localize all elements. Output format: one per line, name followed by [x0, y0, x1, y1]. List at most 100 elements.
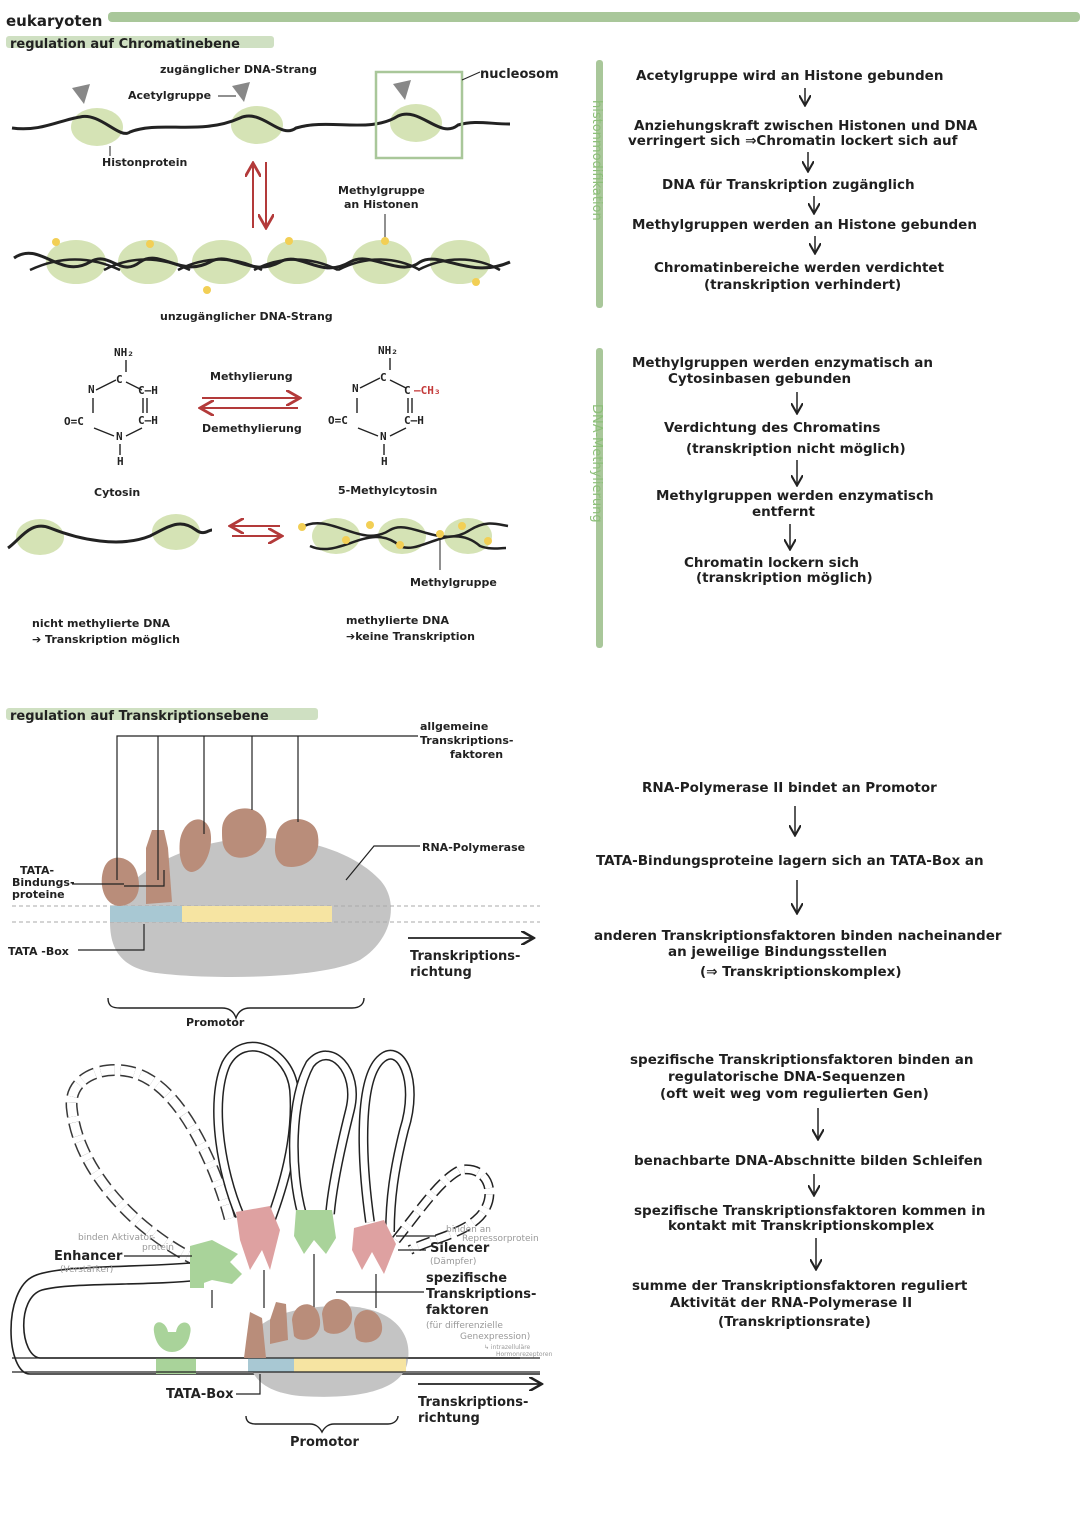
methylated-label-1: methylierte DNA	[346, 614, 449, 627]
silencer-note: binden an	[446, 1225, 491, 1235]
flow-step: (transkription möglich)	[696, 570, 873, 586]
svg-text:H: H	[381, 455, 388, 468]
tata-box-label: TATA -Box	[8, 945, 69, 958]
general-factor	[274, 819, 319, 867]
unmethylated-label-2: ➔ Transkription möglich	[32, 633, 180, 646]
methyl-dot	[203, 286, 211, 294]
open-chromatin-diagram: nucleosom zugänglicher DNA-Strang Acetyl…	[11, 63, 559, 169]
flow-step: Verdichtung des Chromatins	[664, 420, 880, 436]
promoter-brace	[107, 997, 365, 1021]
flow-step: Methylgruppen werden enzymatisch	[656, 488, 934, 504]
specific-factors-label: faktoren	[426, 1303, 489, 1318]
unmethylated-label-1: nicht methylierte DNA	[32, 617, 171, 630]
transcription-section: regulation auf Transkriptionsebene	[6, 708, 1002, 1450]
inaccessible-strand-label: unzugänglicher DNA-Strang	[160, 310, 333, 323]
transcription-heading: regulation auf Transkriptionsebene	[10, 709, 269, 724]
methylated-dna	[299, 522, 509, 551]
svg-text:N: N	[88, 383, 95, 396]
flow-step: (Transkriptionsrate)	[718, 1314, 871, 1330]
methyl-group-label: Methylgruppe	[410, 576, 497, 589]
tata-binding-label: Bindungs-	[12, 876, 75, 889]
enhancer-sub: (Verstärker)	[60, 1265, 113, 1275]
acetyl-group-label: Acetylgruppe	[128, 89, 211, 102]
general-factor	[222, 808, 267, 858]
histone-flow: Acetylgruppe wird an Histone gebunden An…	[628, 68, 978, 293]
chromatin-section: regulation auf Chromatinebene nucleosom …	[6, 36, 978, 648]
side-label-histone: histonmodifikation	[589, 100, 604, 221]
flow-step: regulatorische DNA-Sequenzen	[668, 1069, 905, 1085]
tata-binding-protein	[146, 830, 172, 904]
flow-step: (⇒ Transkriptionskomplex)	[700, 964, 902, 980]
transcription-heading-highlight	[6, 708, 318, 720]
nucleosome-label: nucleosom	[480, 67, 559, 82]
flow-step: TATA-Bindungsproteine lagern sich an TAT…	[596, 853, 984, 869]
side-label-dna: DNA-Methylierung	[589, 404, 604, 523]
tata-activator	[153, 1322, 191, 1352]
direction-label-2: richtung	[418, 1411, 480, 1426]
svg-text:C: C	[404, 384, 411, 397]
methyl-dot	[285, 237, 293, 245]
cytosine-structure: NH₂ C N C–H O=C C–H N H	[64, 346, 158, 468]
flow-step: verringert sich ⇒Chromatin lockert sich …	[628, 133, 958, 149]
methyl-dot	[381, 237, 389, 245]
flow-step: Methylgruppen werden enzymatisch an	[632, 355, 933, 371]
title-block: eukaryoten	[6, 12, 1080, 30]
general-factors-label: allgemeine	[420, 720, 488, 733]
specific-factors-label: Transkriptions-	[426, 1287, 536, 1302]
flow-step: anderen Transkriptionsfaktoren binden na…	[594, 928, 1002, 944]
flow-step: Aktivität der RNA-Polymerase II	[670, 1295, 912, 1311]
specific-note: (für differenzielle	[426, 1321, 503, 1331]
svg-text:C: C	[380, 371, 387, 384]
svg-text:C–H: C–H	[404, 414, 424, 427]
specific-tiny: ↳ intrazelluläre	[484, 1344, 531, 1351]
general-factors-label: faktoren	[450, 748, 503, 761]
promoter-brace-2	[245, 1415, 399, 1434]
flow-step: Cytosinbasen gebunden	[668, 371, 851, 387]
specific-factors-label: spezifische	[426, 1271, 507, 1286]
cytosine-label: Cytosin	[94, 486, 140, 499]
specific-factors-flow: spezifische Transkriptionsfaktoren binde…	[630, 1052, 985, 1330]
methylated-label-2: ➔keine Transkription	[346, 630, 475, 643]
acetyl-group-2	[232, 82, 250, 102]
methyl-histone-label-1: Methylgruppe	[338, 184, 425, 197]
enhancer-label: Enhancer	[54, 1249, 123, 1264]
dna-methylation-diagram	[7, 514, 509, 570]
tata-box-segment	[110, 906, 182, 922]
flow-step: Chromatinbereiche werden verdichtet	[654, 260, 945, 276]
direction-label: Transkriptions-	[410, 949, 520, 964]
svg-text:C–H: C–H	[138, 414, 158, 427]
flow-step: kontakt mit Transkriptionskomplex	[668, 1218, 935, 1234]
flow-step: benachbarte DNA-Abschnitte bilden Schlei…	[634, 1153, 983, 1169]
demethylation-label: Demethylierung	[202, 422, 302, 435]
side-bar-dna	[596, 348, 603, 648]
svg-text:O=C: O=C	[328, 414, 348, 427]
svg-text:–CH₃: –CH₃	[414, 384, 441, 397]
tata-box-label-2: TATA-Box	[166, 1387, 234, 1402]
enhancer-note: protein	[142, 1243, 174, 1253]
svg-text:N: N	[352, 382, 359, 395]
specific-note: Genexpression)	[460, 1332, 530, 1342]
methylcytosine-structure: NH₂ C N C –CH₃ O=C C–H N H	[328, 344, 441, 468]
methyl-dot	[472, 278, 480, 286]
flow-step: (transkription verhindert)	[704, 277, 901, 293]
equilibrium-arrows	[253, 162, 266, 228]
chromatin-heading-highlight	[6, 36, 274, 48]
silencer-note: Repressorprotein	[462, 1234, 539, 1244]
activator-factor	[294, 1210, 336, 1254]
dna-methylation-flow: Methylgruppen werden enzymatisch an Cyto…	[632, 355, 934, 586]
svg-text:C: C	[116, 373, 123, 386]
svg-text:H: H	[117, 455, 124, 468]
svg-text:N: N	[380, 430, 387, 443]
general-factors-flow: RNA-Polymerase II bindet an Promotor TAT…	[594, 780, 1002, 980]
flow-step: Anziehungskraft zwischen Histonen und DN…	[634, 118, 978, 134]
silencer-factor	[352, 1220, 396, 1274]
silencer-sub: (Dämpfer)	[430, 1257, 476, 1267]
title-underline	[108, 12, 1080, 22]
svg-text:NH₂: NH₂	[114, 346, 134, 359]
flow-step: summe der Transkriptionsfaktoren regulie…	[632, 1278, 968, 1294]
flow-step: Methylgruppen werden an Histone gebunden	[632, 217, 977, 233]
nucleosome-box	[374, 70, 464, 160]
general-factor	[179, 819, 212, 872]
flow-step: (transkription nicht möglich)	[686, 441, 906, 457]
methylcytosine-label: 5-Methylcytosin	[338, 484, 437, 497]
